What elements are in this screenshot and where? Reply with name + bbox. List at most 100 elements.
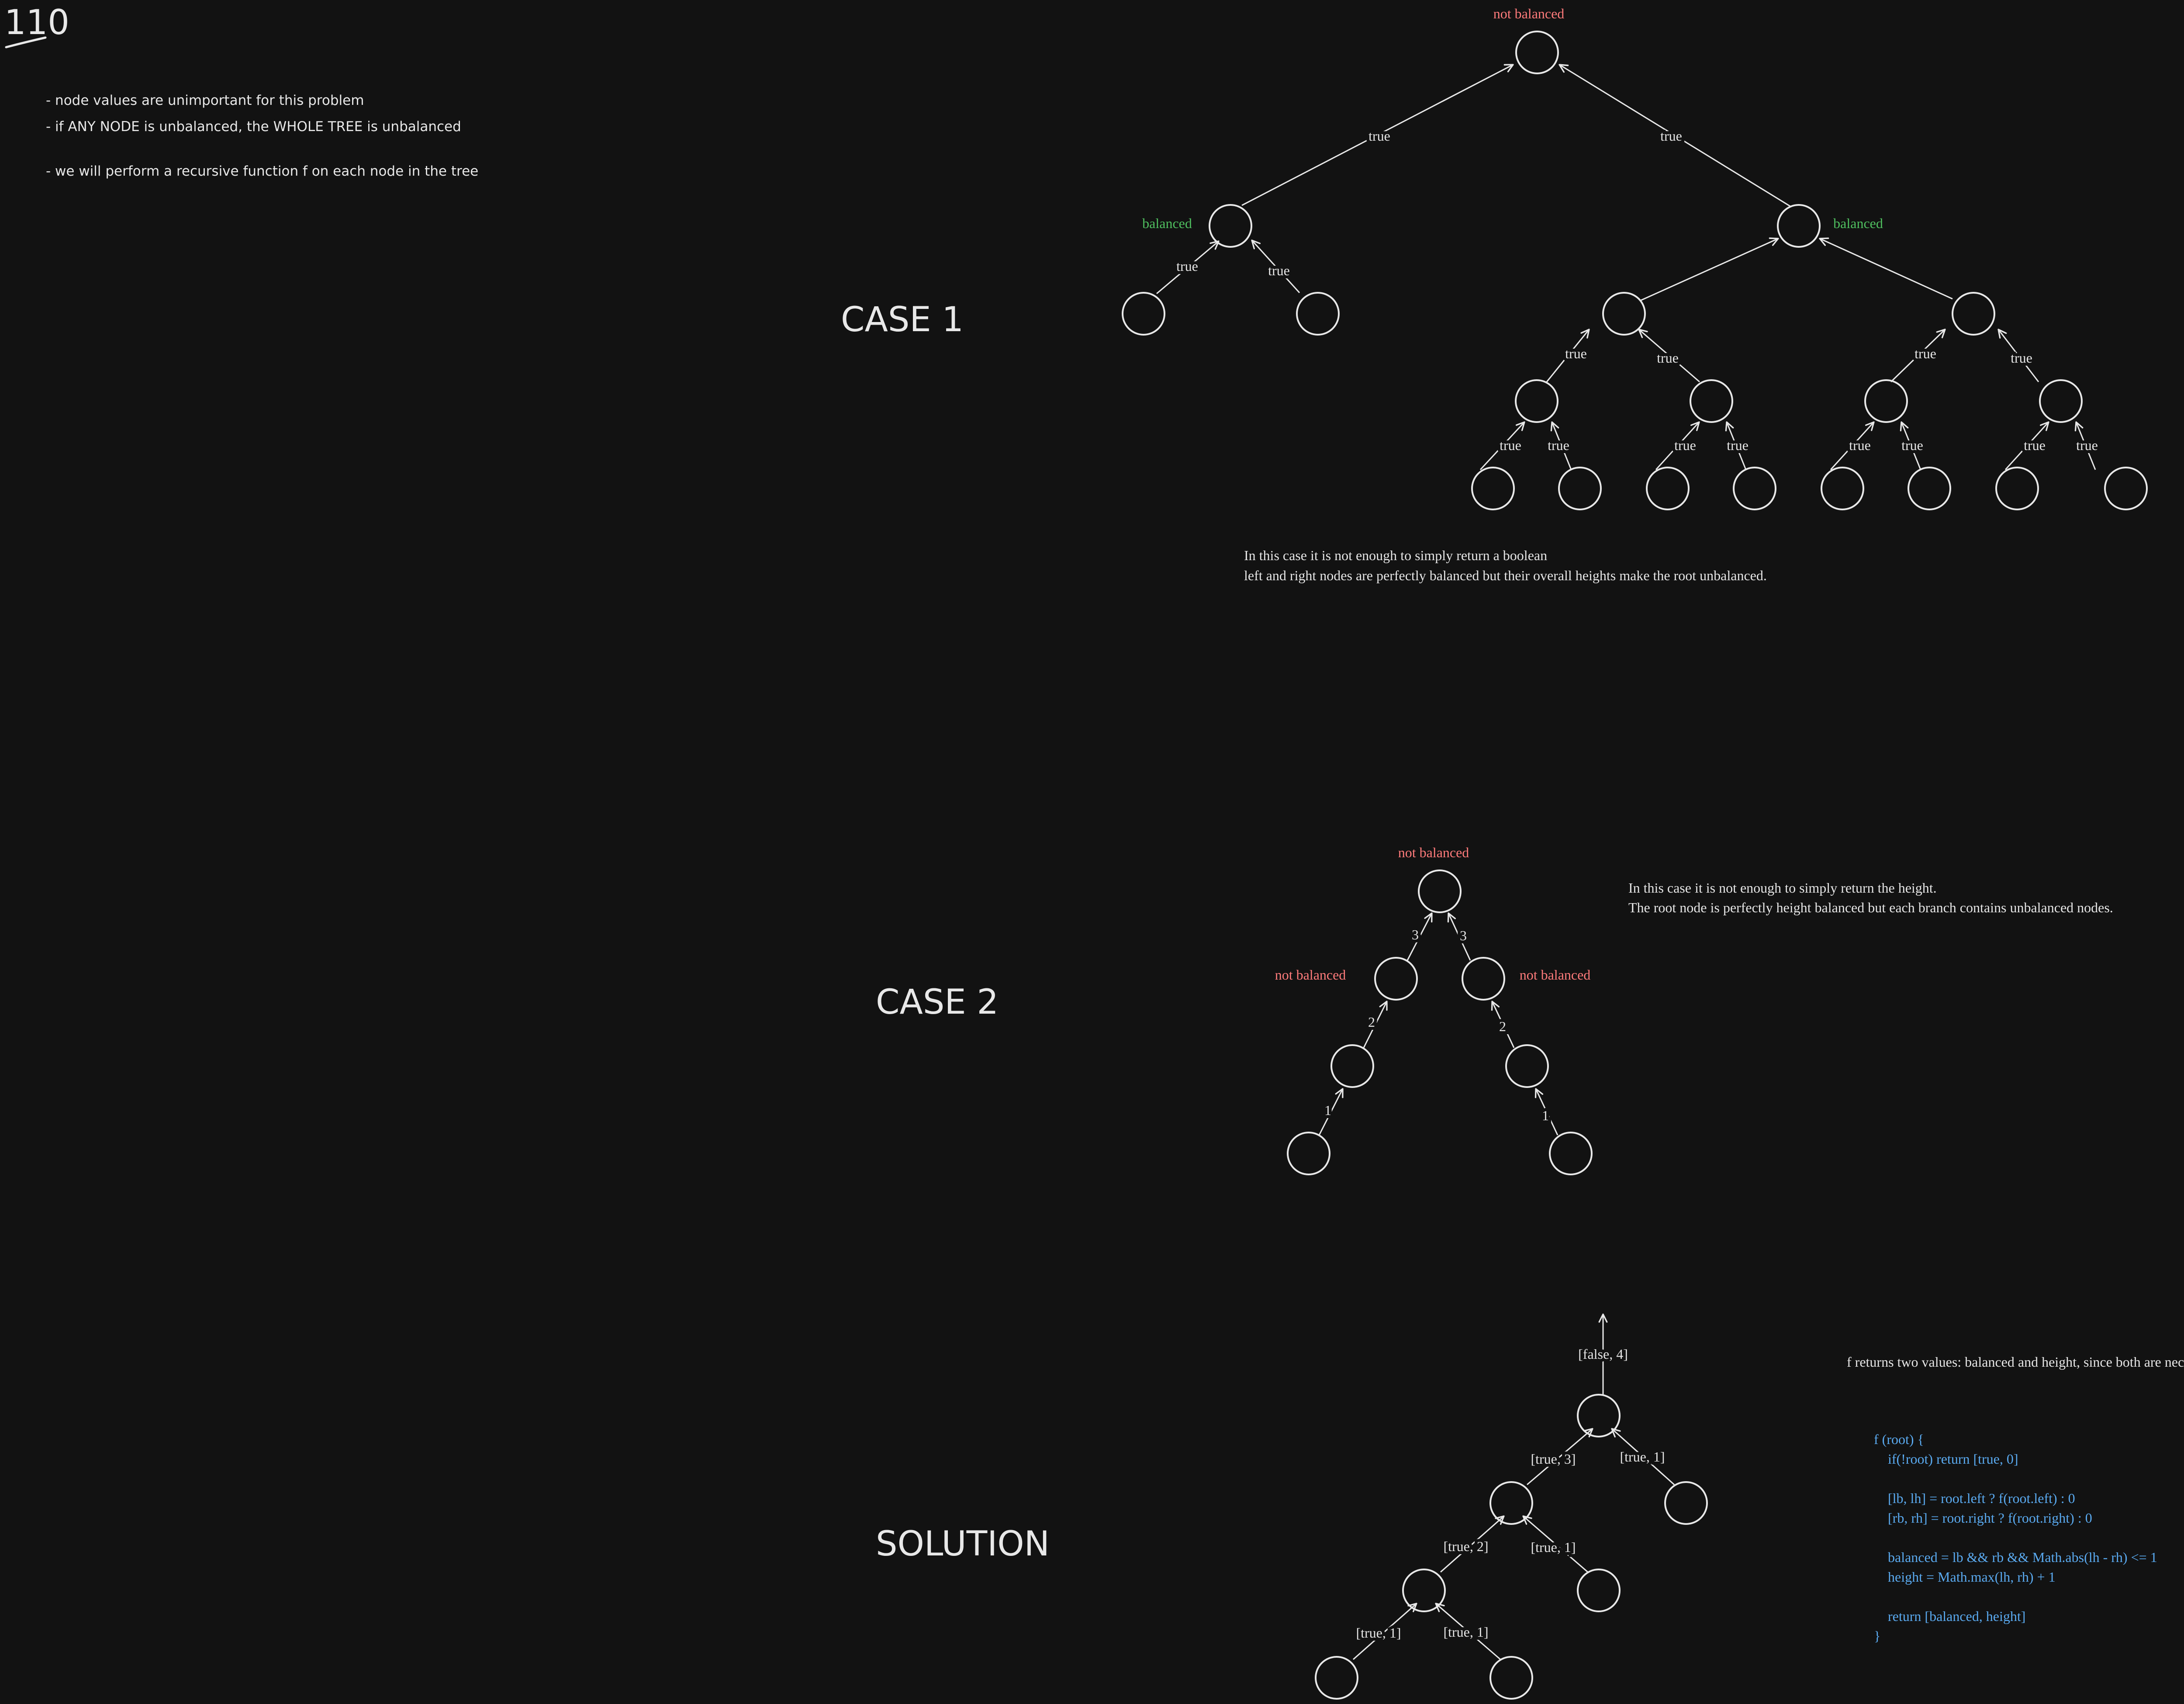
solution-edge: [1435, 1603, 1501, 1660]
case1-edge: [1550, 421, 1572, 470]
case1-left-node: [1209, 204, 1252, 248]
tree-node: [1505, 1044, 1549, 1088]
solution-code: f (root) { if(!root) return [true, 0] [l…: [1874, 1431, 2157, 1644]
edge-label: true: [1727, 437, 1749, 453]
tree-node: [1515, 379, 1559, 423]
case1-edge-labels: true true true true true true true true …: [1173, 125, 2101, 456]
tree-node: [1287, 1132, 1330, 1175]
solution-root-node: [1577, 1394, 1621, 1437]
edge-label: true: [1660, 128, 1682, 144]
tree-node: [1821, 467, 1864, 510]
edge-label: [true, 1]: [1443, 1624, 1488, 1640]
case2-left-node: [1374, 957, 1418, 1001]
tree-node: [1402, 1569, 1446, 1612]
case1-heading: CASE 1: [841, 300, 964, 339]
tree-node: [1646, 467, 1690, 510]
solution-edge-labels: [false, 4] [true, 3] [true, 1] [true, 2]…: [1353, 1343, 1668, 1644]
tree-node: [1296, 292, 1340, 336]
case2-edge: [1491, 1001, 1515, 1048]
tree-node: [1690, 379, 1733, 423]
problem-number-title: 110: [4, 3, 69, 42]
edge-label: true: [2011, 350, 2032, 366]
title-underline: [5, 36, 47, 48]
case1-edges: [1156, 64, 2096, 471]
case2-edge-labels: 3 3 2 2 1 1: [1321, 924, 1552, 1126]
case1-edge: [1479, 421, 1525, 471]
case1-edge: [1725, 421, 1747, 470]
tree-node: [1315, 1656, 1358, 1700]
code-line: height = Math.max(lh, rh) + 1: [1874, 1569, 2056, 1585]
tree-node: [1577, 1569, 1621, 1612]
tree-node: [1489, 1656, 1533, 1700]
case2-root-node: [1418, 869, 1462, 913]
tree-node: [1995, 467, 2039, 510]
edge-label: [true, 2]: [1443, 1538, 1488, 1554]
edge-label: 1: [1324, 1102, 1331, 1118]
case2-caption-line-1: In this case it is not enough to simply …: [1628, 880, 1937, 896]
tree-node: [1489, 1481, 1533, 1525]
case2-heading: CASE 2: [876, 983, 999, 1022]
tree-node: [1602, 292, 1646, 336]
tree-node: [2104, 467, 2148, 510]
case2-nodes: [1287, 869, 1593, 1175]
notes: - node values are unimportant for this p…: [46, 93, 478, 179]
edge-label: true: [1176, 258, 1198, 274]
case2-right-node: [1462, 957, 1505, 1001]
case2-edge: [1318, 1088, 1344, 1136]
case1-edge: [1830, 421, 1875, 471]
code-line: if(!root) return [true, 0]: [1874, 1451, 2018, 1467]
solution-return-label: [false, 4]: [1578, 1346, 1628, 1362]
case2-edge: [1406, 912, 1433, 961]
case1-edge: [1546, 329, 1590, 382]
code-line: f (root) {: [1874, 1431, 1924, 1447]
code-line: }: [1874, 1628, 1880, 1644]
tree-node: [1664, 1481, 1708, 1525]
tree-node: [1733, 467, 1776, 510]
case1-edge: [1890, 329, 1946, 383]
code-line: return [balanced, height]: [1874, 1608, 2025, 1624]
note-3: - we will perform a recursive function f…: [46, 163, 478, 179]
case2-edge: [1534, 1088, 1559, 1136]
case1-edge: [2074, 421, 2096, 470]
tree-node: [1122, 292, 1165, 336]
case1-edge: [1640, 237, 1779, 301]
case1-right-status: balanced: [1833, 215, 1883, 231]
case1-edge: [1241, 64, 1514, 206]
case2-left-status: not balanced: [1275, 967, 1346, 983]
tree-node: [2039, 379, 2083, 423]
note-1: - node values are unimportant for this p…: [46, 93, 364, 108]
case1-left-status: balanced: [1142, 215, 1192, 231]
solution-heading: SOLUTION: [876, 1524, 1050, 1564]
edge-label: true: [1500, 437, 1521, 453]
case1-root-node: [1515, 31, 1559, 74]
case2-root-status: not balanced: [1398, 845, 1469, 860]
case1-edge: [1819, 237, 1953, 300]
case2-edge: [1363, 1001, 1388, 1048]
solution-tree: [false, 4] [true, 3] [true, 1] [true, 2]…: [1315, 1313, 2184, 1700]
tree-node: [1330, 1044, 1374, 1088]
case1-nodes: [1122, 31, 2148, 510]
edge-label: 2: [1368, 1014, 1375, 1030]
edge-label: [true, 1]: [1531, 1539, 1576, 1555]
note-2: - if ANY NODE is unbalanced, the WHOLE T…: [46, 119, 461, 135]
solution-edge: [1527, 1428, 1593, 1486]
solution-edge: [1611, 1428, 1675, 1486]
edge-label: 2: [1499, 1018, 1506, 1034]
edge-label: [true, 3]: [1531, 1451, 1576, 1467]
case1-edge: [1638, 329, 1700, 383]
code-line: balanced = lb && rb && Math.abs(lh - rh)…: [1874, 1549, 2157, 1565]
code-line: [rb, rh] = root.right ? f(root.right) : …: [1874, 1510, 2092, 1526]
case1-tree: true true true true true true true true …: [1122, 6, 2148, 583]
edge-label: true: [1368, 128, 1390, 144]
solution-edges: [1353, 1313, 1675, 1660]
tree-node: [1558, 467, 1602, 510]
case1-caption-line-2: left and right nodes are perfectly balan…: [1244, 568, 1767, 583]
case1-edge: [2004, 421, 2049, 471]
case2-right-status: not balanced: [1520, 967, 1591, 983]
case2-tree: 3 3 2 2 1 1 not balanced not balanced no…: [1275, 845, 2113, 1175]
edge-label: true: [1565, 346, 1587, 361]
edge-label: true: [1674, 437, 1696, 453]
edge-label: true: [2076, 437, 2098, 453]
edge-label: [true, 1]: [1356, 1625, 1401, 1641]
